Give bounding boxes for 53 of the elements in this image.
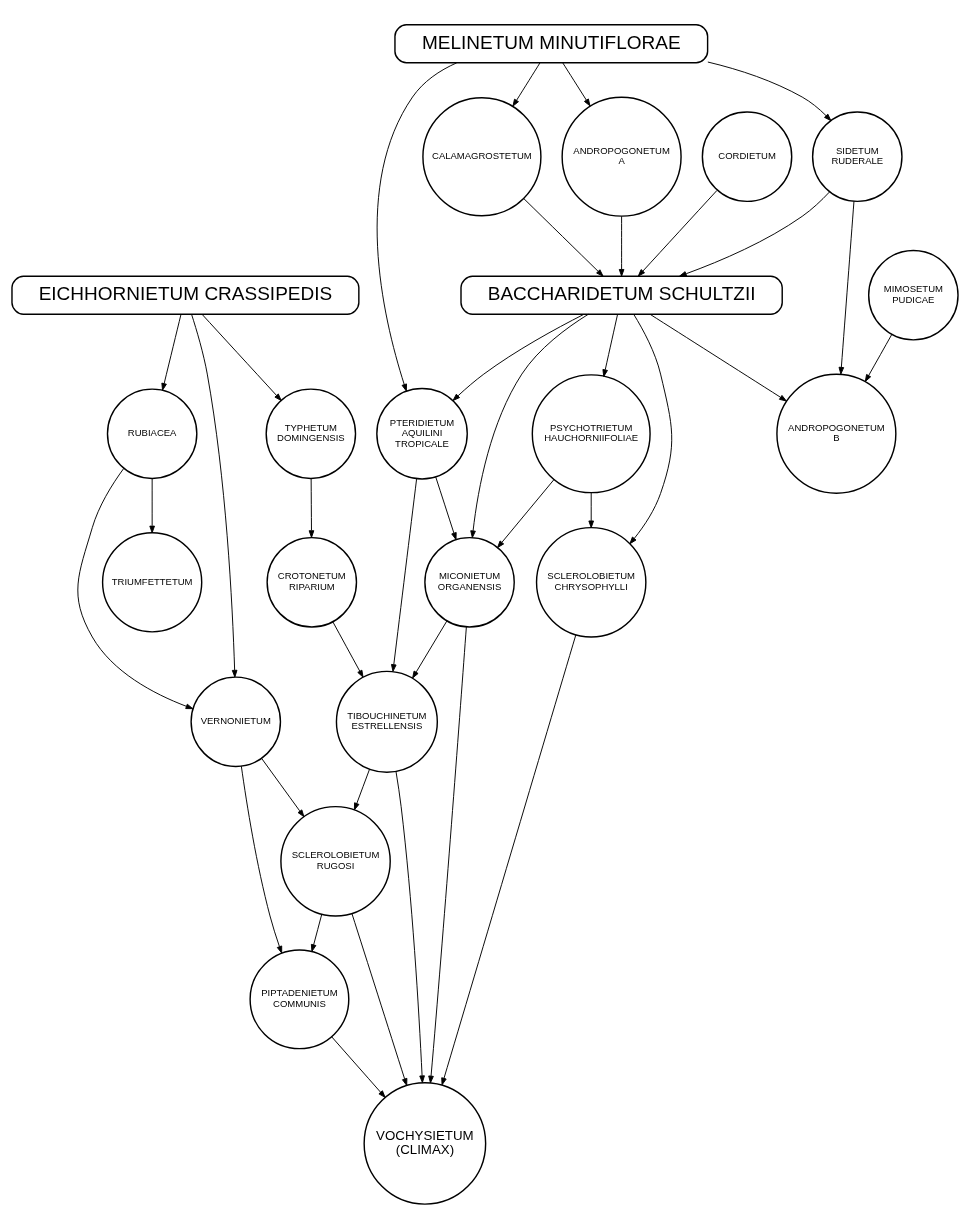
arrow <box>441 634 577 1086</box>
arrow <box>161 313 182 391</box>
node-circle: PIPTADENIETUM COMMUNIS <box>249 949 350 1050</box>
node-circle: SCLEROLOBIETUM CHRYSOPHYLLI <box>535 526 647 638</box>
arrow <box>562 62 591 107</box>
node-box: MELINETUM MINUTIFLORAE <box>394 24 709 64</box>
arrow <box>191 314 238 678</box>
node-box: EICHHORNIETUM CRASSIPEDIS <box>11 275 360 315</box>
node-circle: SCLEROLOBIETUM RUGOSI <box>280 805 391 917</box>
arrow <box>864 334 893 382</box>
arrow <box>452 313 585 401</box>
node-circle: MIMOSETUM PUDICAE <box>867 249 959 341</box>
arrow <box>649 313 787 402</box>
arrow <box>308 478 315 538</box>
arrow <box>351 913 408 1086</box>
arrow <box>77 468 194 710</box>
node-circle: MICONIETUM ORGANENSIS <box>424 536 515 628</box>
node-circle: TRIUMFETTETUM <box>101 532 203 633</box>
arrow <box>602 313 619 377</box>
node-circle: RUBIACEA <box>106 388 198 480</box>
arrow <box>332 621 364 678</box>
arrow <box>149 478 155 534</box>
arrow <box>240 765 283 954</box>
arrow <box>707 61 832 121</box>
arrow <box>588 492 594 529</box>
arrow <box>523 198 604 277</box>
arrow <box>838 200 855 375</box>
arrow <box>637 189 718 277</box>
arrow <box>391 478 418 672</box>
node-circle: PTERIDIETUM AQUILINI TROPICALE <box>376 387 468 480</box>
node-box: BACCHARIDETUM SCHULTZII <box>460 275 783 315</box>
arrow <box>261 758 305 818</box>
arrow <box>310 914 323 952</box>
arrow <box>497 479 555 548</box>
node-circle: VOCHYSIETUM (CLIMAX) <box>363 1081 487 1205</box>
arrow <box>201 313 282 401</box>
arrow <box>412 620 448 679</box>
arrow <box>395 771 425 1084</box>
arrow <box>618 215 625 277</box>
node-circle: TYPHETUM DOMINGENSIS <box>265 388 357 480</box>
node-circle: VERNONIETUM <box>190 676 282 768</box>
arrow <box>428 626 467 1084</box>
arrow <box>629 313 673 545</box>
node-circle: CORDIETUM <box>701 111 793 203</box>
arrow <box>331 1036 386 1098</box>
node-circle: CROTONETUM RIPARIUM <box>266 536 358 628</box>
arrow <box>512 62 541 107</box>
arrow <box>435 476 457 540</box>
arrow <box>376 62 458 392</box>
arrow <box>470 313 589 539</box>
arrow <box>353 769 370 811</box>
node-circle: PSYCHOTRIETUM HAUCHORNIIFOLIAE <box>531 374 651 494</box>
arrow <box>679 191 830 277</box>
